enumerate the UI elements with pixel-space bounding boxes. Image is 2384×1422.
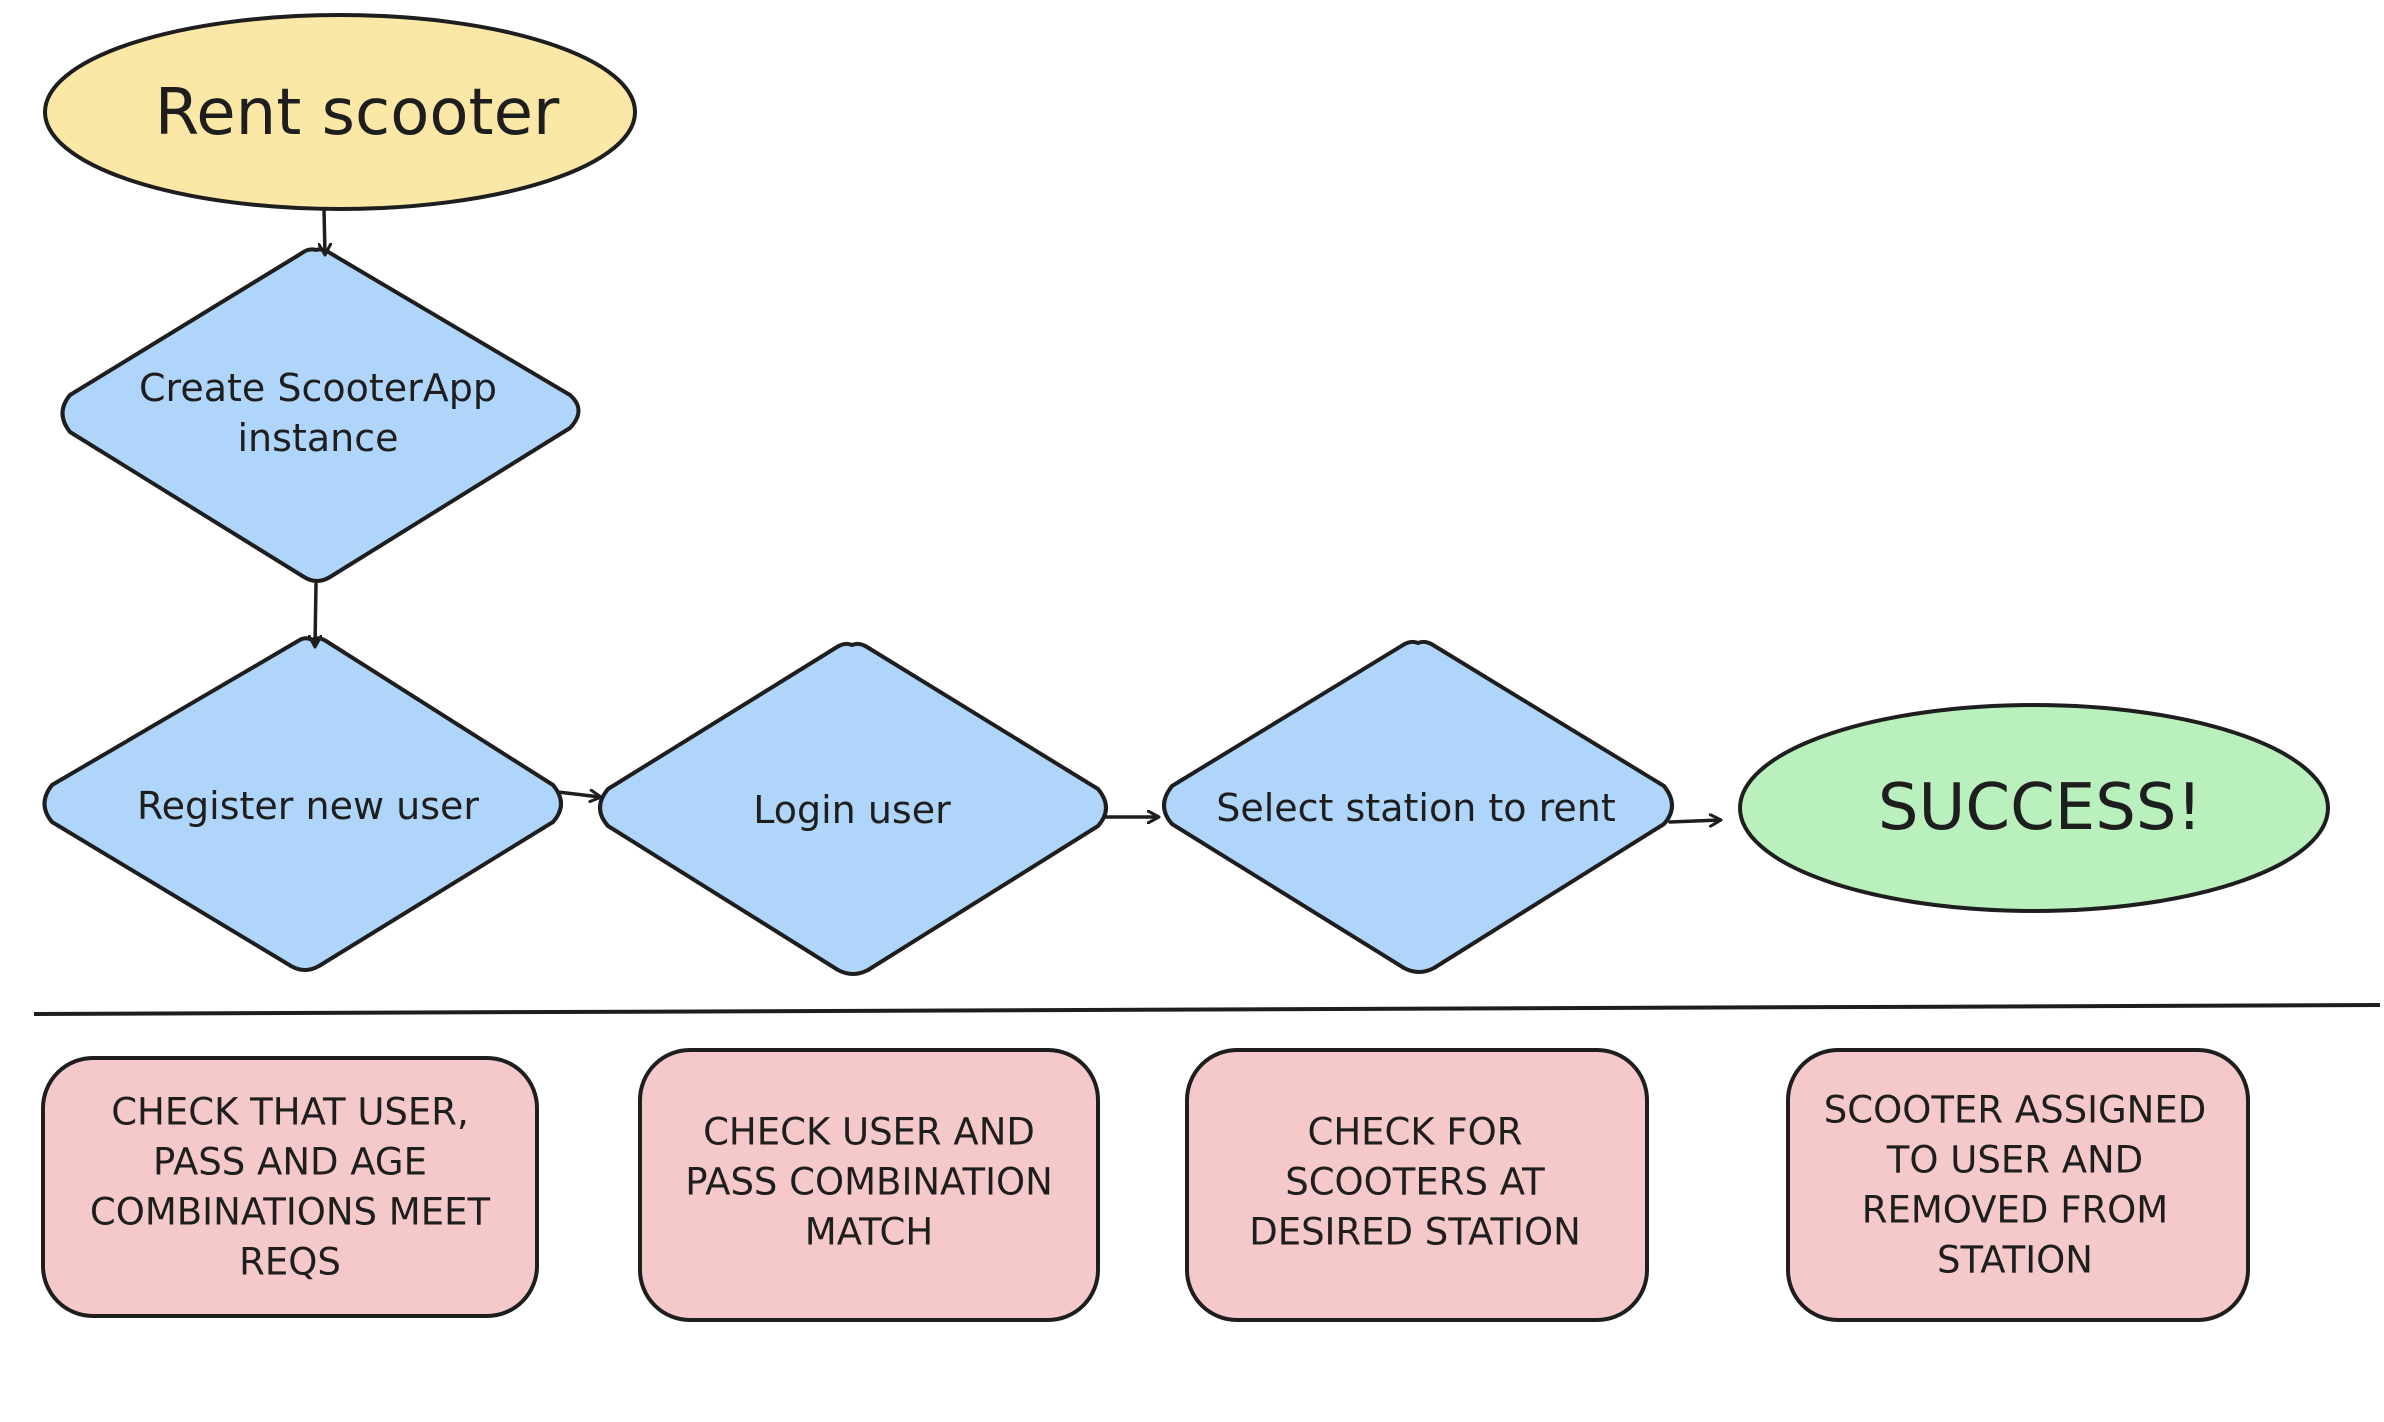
step-select-station[interactable]: Select station to rent — [1162, 639, 1674, 974]
step-create-app-instance[interactable]: Create ScooterApp instance — [60, 247, 581, 583]
step-create-app-instance-label: Create ScooterApp instance — [139, 366, 497, 460]
note-register-checks-text: CHECK THAT USER, PASS AND AGE COMBINATIONS… — [90, 1091, 491, 1284]
step-register-user-label: Register new user — [137, 784, 479, 828]
start-terminal-label: Rent scooter — [155, 76, 560, 150]
note-success-result-text: SCOOTER ASSIGNED TO USER AND REMOVED FROM S… — [1824, 1089, 2206, 1282]
note-login-checks: CHECK USER AND PASS COMBINATION MATCH — [638, 1048, 1100, 1322]
note-login-checks-line: MATCH — [805, 1211, 933, 1254]
success-terminal-label: SUCCESS! — [1878, 771, 2202, 845]
note-success-result-box — [1786, 1048, 2250, 1322]
note-login-checks-text: CHECK USER AND PASS COMBINATION MATCH — [685, 1111, 1053, 1254]
arrow-register-to-login — [556, 792, 600, 797]
section-divider — [33, 1003, 2381, 1016]
note-select-checks-line: CHECK FOR — [1307, 1111, 1522, 1154]
step-login-user-shape — [598, 641, 1108, 976]
note-select-checks-text: CHECK FOR SCOOTERS AT DESIRED STATION — [1249, 1111, 1581, 1254]
step-login-user[interactable]: Login user — [598, 641, 1108, 976]
note-select-checks-line: DESIRED STATION — [1249, 1211, 1581, 1254]
note-success-result-line: REMOVED FROM — [1862, 1189, 2168, 1232]
arrow-start-to-create — [324, 208, 325, 254]
note-register-checks-line: PASS AND AGE — [153, 1141, 427, 1184]
step-register-user-line: Register new user — [137, 784, 479, 828]
note-login-checks-box — [638, 1048, 1100, 1322]
start-terminal-shape — [43, 13, 637, 211]
note-select-checks-box — [1185, 1048, 1649, 1322]
start-terminal[interactable]: Rent scooter — [43, 13, 637, 211]
step-login-user-line: Login user — [753, 788, 951, 832]
arrow-create-to-register — [315, 582, 316, 646]
step-select-station-shape — [1162, 639, 1674, 974]
note-select-checks-line: SCOOTERS AT — [1285, 1161, 1545, 1204]
note-success-result-line: SCOOTER ASSIGNED — [1824, 1089, 2206, 1132]
note-success-result-line: TO USER AND — [1886, 1139, 2143, 1182]
step-register-user[interactable]: Register new user — [42, 636, 563, 972]
success-terminal[interactable]: SUCCESS! — [1738, 703, 2330, 913]
note-register-checks-line: REQS — [239, 1241, 341, 1284]
note-select-checks: CHECK FOR SCOOTERS AT DESIRED STATION — [1185, 1048, 1649, 1322]
step-select-station-label: Select station to rent — [1216, 786, 1616, 830]
note-login-checks-line: PASS COMBINATION — [685, 1161, 1053, 1204]
step-create-app-instance-line: instance — [238, 416, 399, 460]
note-success-result: SCOOTER ASSIGNED TO USER AND REMOVED FROM S… — [1786, 1048, 2250, 1322]
note-success-result-line: STATION — [1937, 1239, 2093, 1282]
note-register-checks: CHECK THAT USER, PASS AND AGE COMBINATIONS… — [41, 1056, 539, 1318]
note-login-checks-line: CHECK USER AND — [703, 1111, 1035, 1154]
arrow-select-to-success — [1668, 820, 1720, 822]
success-terminal-shape — [1738, 703, 2330, 913]
step-select-station-line: Select station to rent — [1216, 786, 1616, 830]
step-login-user-label: Login user — [753, 788, 951, 832]
step-create-app-instance-line: Create ScooterApp — [139, 366, 497, 410]
note-register-checks-line: COMBINATIONS MEET — [90, 1191, 491, 1234]
note-register-checks-box — [41, 1056, 539, 1318]
note-register-checks-line: CHECK THAT USER, — [111, 1091, 469, 1134]
step-register-user-shape — [42, 636, 563, 972]
